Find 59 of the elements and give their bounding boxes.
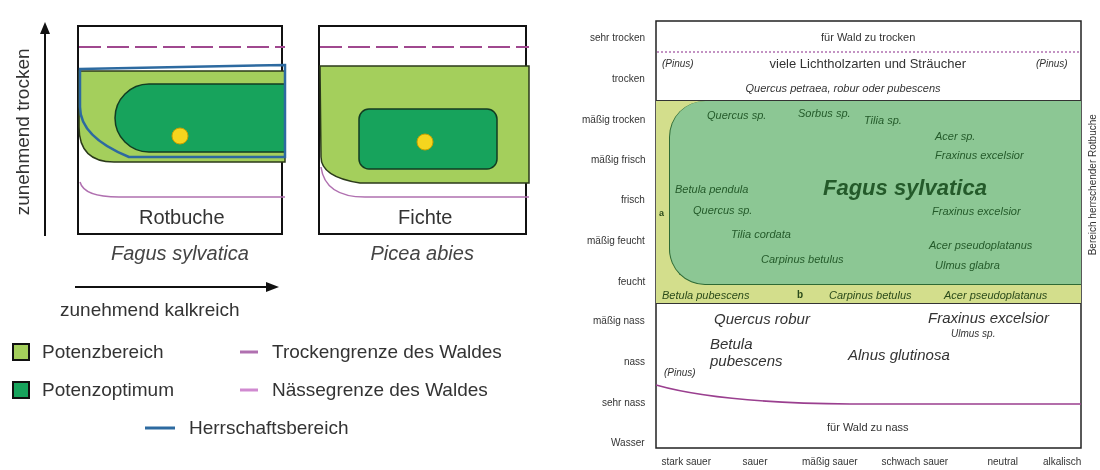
moisture-label: mäßig trocken <box>582 114 646 126</box>
moisture-label: feucht <box>618 276 646 288</box>
zone-label: viele Lichtholzarten und Sträucher <box>769 56 967 72</box>
species-name: Acer pseudoplatanus <box>929 238 1033 252</box>
species-name: (Pinus) <box>1036 58 1068 70</box>
zone-letter: b <box>797 289 804 301</box>
moisture-label: Wasser <box>611 437 645 449</box>
species-name: Fagus sylvatica <box>823 174 987 200</box>
moisture-label: frisch <box>621 194 645 206</box>
scientific-name: Picea abies <box>370 241 474 265</box>
species-name: Betula pubescens <box>710 334 784 369</box>
moisture-label: sehr nass <box>602 397 646 409</box>
moisture-label: nass <box>624 356 646 368</box>
legend-label: Trockengrenze des Waldes <box>272 341 502 363</box>
species-name: Ulmus sp. <box>951 328 996 340</box>
species-name: Betula pubescens <box>662 288 750 302</box>
species-name: Fraxinus excelsior <box>935 148 1024 162</box>
acidity-label: neutral <box>987 456 1019 468</box>
tree-name: Fichte <box>398 205 453 229</box>
species-name: Fraxinus excelsior <box>932 204 1021 218</box>
species-name: Betula pendula <box>675 182 749 196</box>
acidity-label: sauer <box>742 456 768 468</box>
species-name: Sorbus sp. <box>798 106 851 120</box>
axis-label: zunehmend kalkreich <box>60 299 240 321</box>
moisture-label: mäßig nass <box>593 315 645 327</box>
scientific-name: Fagus sylvatica <box>111 241 249 265</box>
axis-label: zunehmend trocken <box>11 48 33 216</box>
species-name: Alnus glutinosa <box>848 345 950 363</box>
legend-label: Potenzoptimum <box>42 379 174 401</box>
moisture-label: sehr trocken <box>590 32 646 44</box>
species-name: Quercus robur <box>714 309 810 327</box>
species-name: Tilia sp. <box>864 113 902 127</box>
species-name: Carpinus betulus <box>761 252 844 266</box>
species-name: Acer sp. <box>935 129 976 143</box>
zone-label: für Wald zu trocken <box>821 30 916 44</box>
acidity-label: alkalisch <box>1043 456 1082 468</box>
species-name: Quercus sp. <box>693 203 753 217</box>
legend-label: Potenzbereich <box>42 341 164 363</box>
legend-label: Nässegrenze des Waldes <box>272 379 488 401</box>
species-name: Carpinus betulus <box>829 288 912 302</box>
moisture-label: mäßig feucht <box>587 235 645 247</box>
acidity-label: schwach sauer <box>881 456 949 468</box>
species-name: Fraxinus excelsior <box>928 308 1049 326</box>
habitat-box <box>318 25 527 235</box>
moisture-label: mäßig frisch <box>591 154 646 166</box>
species-name: Quercus petraea, robur oder pubescens <box>745 81 941 95</box>
species-name: (Pinus) <box>664 367 696 379</box>
zone-label: für Wald zu nass <box>827 420 909 434</box>
tree-name: Rotbuche <box>139 205 225 229</box>
species-name: Ulmus glabra <box>935 258 1000 272</box>
moisture-label: trocken <box>612 73 645 85</box>
acidity-label: mäßig sauer <box>802 456 858 468</box>
species-name: Quercus sp. <box>707 108 767 122</box>
acidity-label: stark sauer <box>661 456 711 468</box>
zone-letter: a <box>659 208 664 219</box>
species-name: (Pinus) <box>662 58 694 70</box>
species-name: Acer pseudoplatanus <box>944 288 1048 302</box>
legend-label: Herrschaftsbereich <box>189 417 349 439</box>
species-name: Tilia cordata <box>731 227 791 241</box>
